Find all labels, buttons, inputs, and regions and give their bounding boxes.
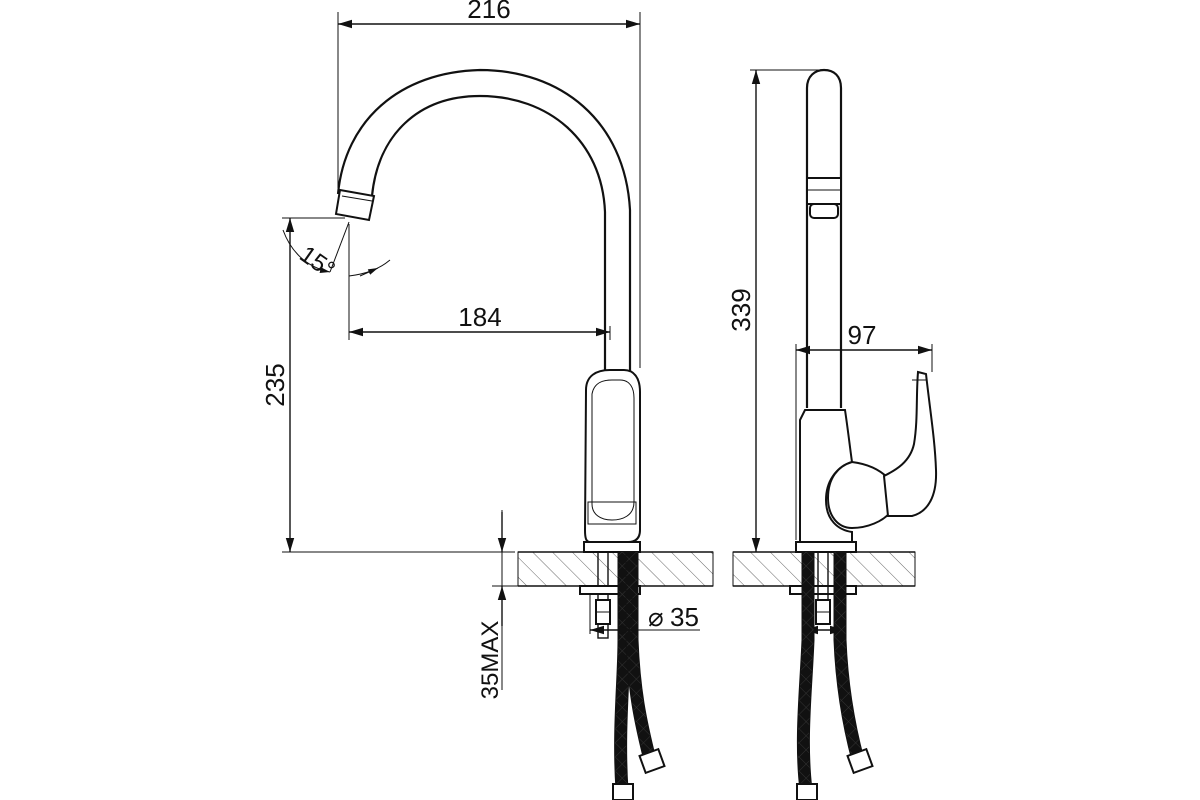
side-view: 339 97: [726, 68, 938, 800]
dim-diameter: 35: [670, 602, 699, 632]
mixer-cartridge-side: [826, 460, 894, 530]
spout-gooseneck: [336, 68, 632, 374]
front-view: 216 184 235 15° 35MAX ⌀ 35: [260, 0, 714, 800]
dim-diameter-symbol: ⌀: [648, 602, 664, 632]
dim-mounting-thickness: 35MAX: [477, 621, 504, 700]
dim-overall-height: 339: [726, 288, 756, 331]
dim-spout-reach: 184: [458, 302, 501, 332]
dim-swivel-angle: 15°: [295, 241, 340, 284]
aerator-side: [806, 177, 842, 205]
dim-overall-width: 216: [467, 0, 510, 24]
mixer-body-side: [799, 409, 854, 543]
dim-spout-height: 235: [260, 363, 290, 406]
countertop-section-side: [732, 551, 916, 587]
spout-side: [805, 68, 843, 408]
dim-handle-depth: 97: [848, 320, 877, 350]
mixer-body-front: [583, 369, 641, 543]
countertop-section-front: [517, 551, 714, 587]
aerator: [334, 188, 376, 222]
lever-handle: [882, 370, 938, 517]
